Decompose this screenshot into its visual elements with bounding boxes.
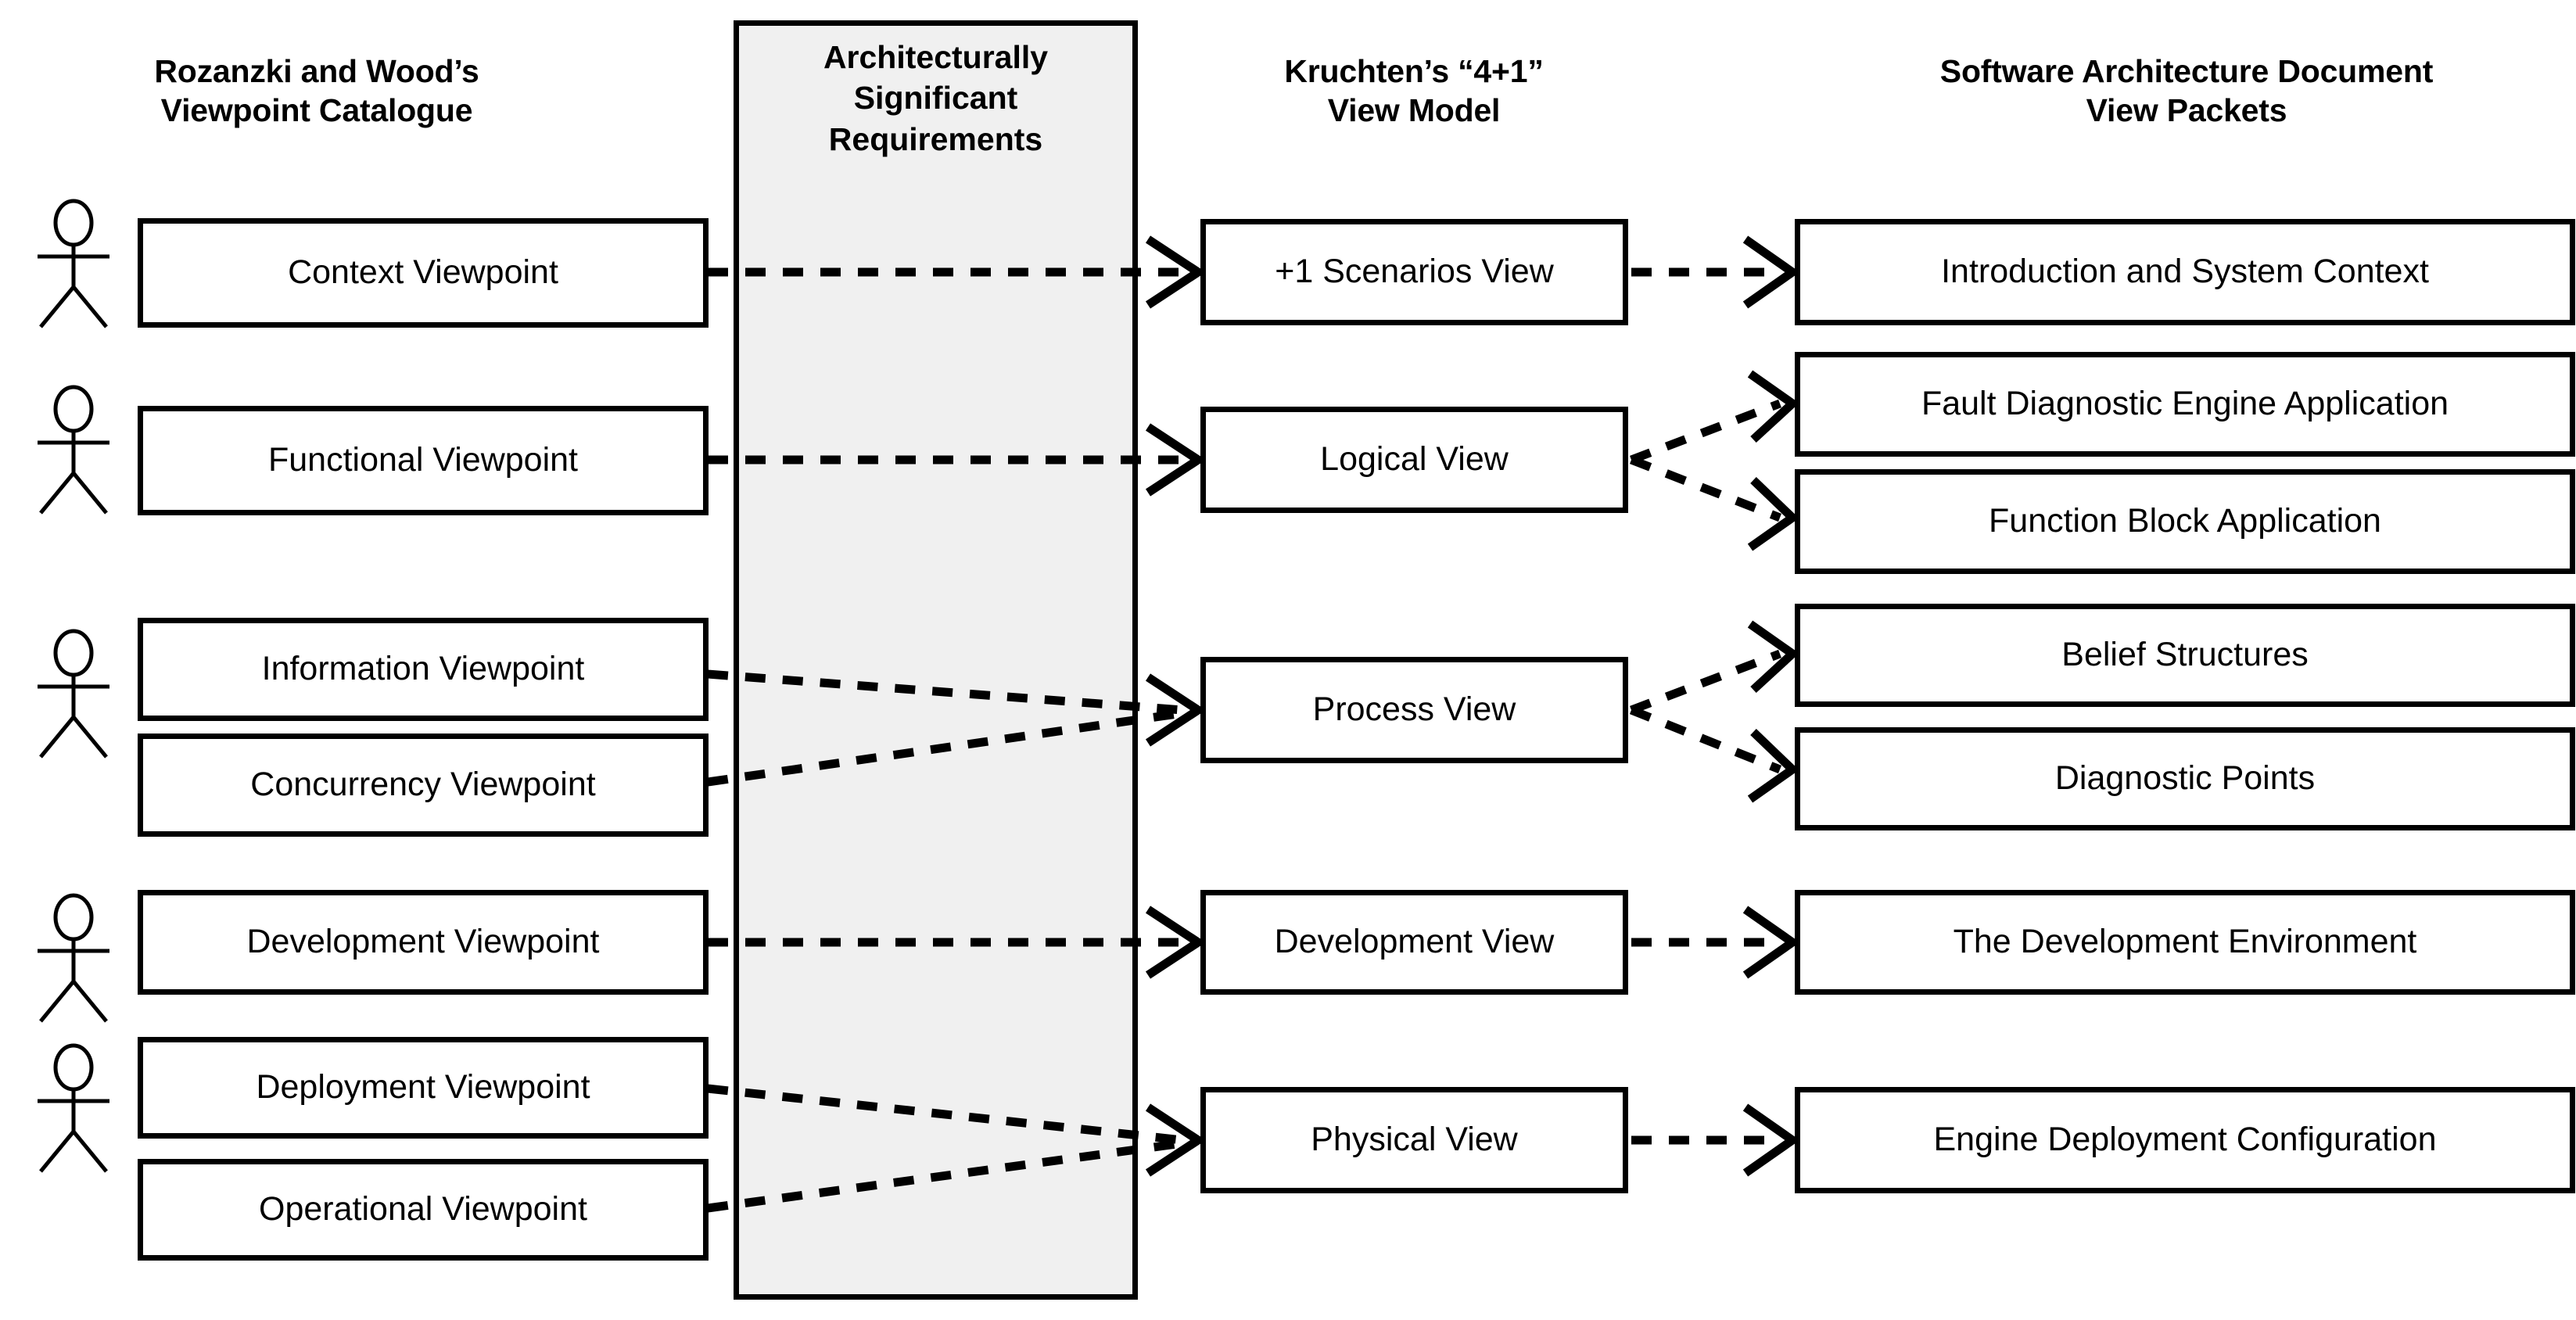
header-line: View Packets <box>2086 92 2287 129</box>
node-packet-diagpoints[interactable]: Diagnostic Points <box>1795 727 2575 830</box>
stakeholder-actor-3 <box>38 629 109 759</box>
edge-physical-to-enginedeploy <box>1631 1103 1800 1177</box>
node-label: Functional Viewpoint <box>267 441 578 479</box>
node-label: Introduction and System Context <box>1941 253 2429 291</box>
node-vp-deployment[interactable]: Deployment Viewpoint <box>138 1037 709 1139</box>
node-label: Engine Deployment Configuration <box>1933 1121 2437 1159</box>
node-view-physical[interactable]: Physical View <box>1200 1087 1628 1193</box>
stakeholder-actor-4 <box>38 893 109 1023</box>
asr-label-line: Significant <box>853 80 1018 117</box>
node-view-process[interactable]: Process View <box>1200 657 1628 763</box>
asr-label-line: Requirements <box>828 120 1043 157</box>
node-vp-information[interactable]: Information Viewpoint <box>138 618 709 721</box>
node-label: Process View <box>1312 690 1516 729</box>
node-vp-operational[interactable]: Operational Viewpoint <box>138 1159 709 1261</box>
stakeholder-actor-2 <box>38 385 109 515</box>
stakeholder-actor-5 <box>38 1043 109 1173</box>
node-label: Information Viewpoint <box>261 650 585 688</box>
edge-process-to-belief <box>1630 620 1799 715</box>
edge-process-to-diagpoints <box>1629 705 1799 803</box>
edge-operational-to-physical <box>707 1139 1183 1213</box>
node-packet-belief[interactable]: Belief Structures <box>1795 604 2575 707</box>
node-label: Operational Viewpoint <box>259 1190 587 1229</box>
node-packet-funcblock[interactable]: Function Block Application <box>1795 469 2575 574</box>
column-header-views: Kruchten’s “4+1” View Model <box>1203 52 1625 130</box>
node-label: Context Viewpoint <box>288 253 558 292</box>
asr-label-line: Architecturally <box>823 39 1049 75</box>
node-view-logical[interactable]: Logical View <box>1200 407 1628 513</box>
node-label: +1 Scenarios View <box>1275 253 1554 291</box>
node-packet-intro[interactable]: Introduction and System Context <box>1795 219 2575 325</box>
edge-deployment-to-physical <box>707 1084 1207 1177</box>
edge-functional-to-logical <box>708 423 1207 497</box>
node-label: Development Viewpoint <box>246 923 600 961</box>
node-label: Belief Structures <box>2061 636 2309 674</box>
node-vp-functional[interactable]: Functional Viewpoint <box>138 406 709 515</box>
node-vp-development[interactable]: Development Viewpoint <box>138 890 709 995</box>
edge-concurrency-to-process <box>707 708 1183 787</box>
edge-development-to-development-view <box>708 906 1207 979</box>
node-packet-fault[interactable]: Fault Diagnostic Engine Application <box>1795 352 2575 457</box>
node-label: The Development Environment <box>1953 923 2417 961</box>
header-line: Software Architecture Document <box>1939 53 2434 89</box>
node-view-scenarios[interactable]: +1 Scenarios View <box>1200 219 1628 325</box>
node-label: Deployment Viewpoint <box>256 1068 590 1107</box>
node-view-development[interactable]: Development View <box>1200 890 1628 995</box>
node-label: Physical View <box>1311 1121 1518 1159</box>
edge-logical-to-fault <box>1630 370 1799 465</box>
node-packet-devenv[interactable]: The Development Environment <box>1795 890 2575 995</box>
node-label: Concurrency Viewpoint <box>250 766 596 804</box>
edge-development-to-devenv <box>1631 906 1800 979</box>
node-label: Development View <box>1274 923 1555 961</box>
column-header-packets: Software Architecture Document View Pack… <box>1796 52 2576 130</box>
node-label: Diagnostic Points <box>2054 759 2316 798</box>
node-label: Fault Diagnostic Engine Application <box>1921 385 2449 423</box>
edge-logical-to-funcblock <box>1630 455 1799 551</box>
header-line: View Model <box>1327 92 1501 129</box>
header-line: Kruchten’s “4+1” <box>1284 53 1544 89</box>
stakeholder-actor-1 <box>38 199 109 328</box>
asr-band: Architecturally Significant Requirements <box>734 20 1138 1300</box>
node-packet-enginedeploy[interactable]: Engine Deployment Configuration <box>1795 1087 2575 1193</box>
node-vp-context[interactable]: Context Viewpoint <box>138 218 709 328</box>
header-line: Rozanzki and Wood’s <box>154 53 479 89</box>
node-label: Function Block Application <box>1989 502 2381 540</box>
edge-context-to-scenarios <box>708 235 1207 309</box>
edge-information-to-process <box>707 669 1207 747</box>
edge-scenarios-to-intro <box>1631 235 1800 309</box>
node-label: Logical View <box>1320 440 1509 479</box>
column-header-viewpoints: Rozanzki and Wood’s Viewpoint Catalogue <box>86 52 547 130</box>
header-line: Viewpoint Catalogue <box>160 92 473 129</box>
node-vp-concurrency[interactable]: Concurrency Viewpoint <box>138 734 709 837</box>
